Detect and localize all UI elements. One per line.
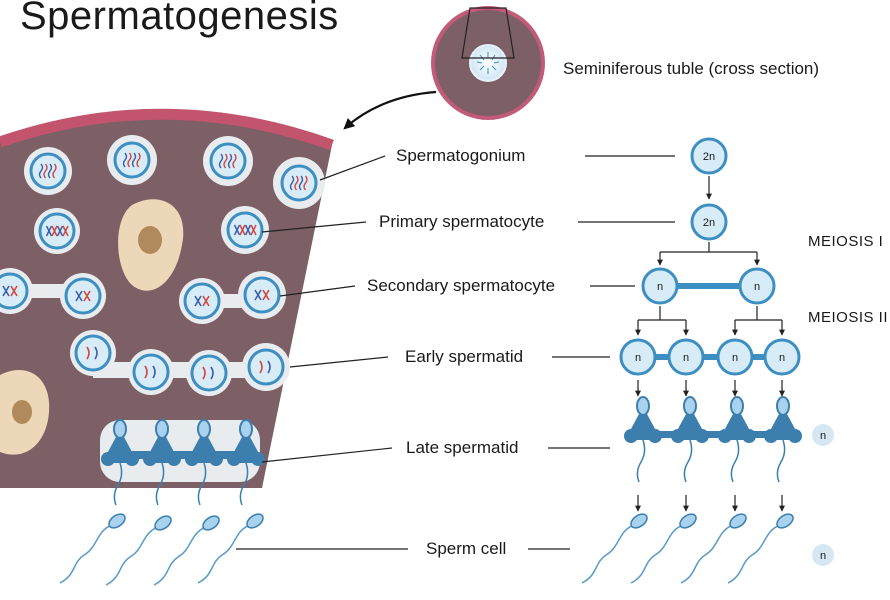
late-spermatid-cell: [227, 419, 265, 506]
sperm-cell: [59, 513, 126, 584]
label-primary-spermatocyte: Primary spermatocyte: [379, 212, 545, 231]
flow-late-spermatid: [671, 396, 709, 483]
flow-secondary-spermatocyte: n: [641, 267, 679, 305]
ploidy-label: 2n: [703, 217, 715, 229]
flow-sperm-cell: [680, 513, 747, 584]
flow-early-spermatid: n: [763, 338, 801, 376]
early-bridge: [640, 354, 780, 360]
label-early-spermatid: Early spermatid: [405, 347, 524, 366]
flow-early-spermatid: n: [716, 338, 754, 376]
sperm-cell: [197, 513, 264, 584]
ploidy-label: n: [754, 281, 760, 293]
cross-section-label: Seminiferous tuble (cross section): [563, 59, 820, 78]
late-spermatid-cell: [143, 419, 181, 506]
ploidy-label: 2n: [703, 151, 715, 163]
spermatogonium-cell: [280, 164, 318, 202]
flow-secondary-spermatocyte: n: [738, 267, 776, 305]
flow-sperm-cell: [581, 513, 648, 584]
flow-primary-spermatocyte: 2n: [690, 203, 728, 241]
sperm-cell: [105, 515, 172, 586]
flow-late-spermatid: [718, 396, 756, 483]
primary-spermatocyte-cell: [38, 212, 76, 250]
early-spermatid-cell: [247, 348, 285, 386]
ploidy-label: n: [820, 430, 826, 442]
label-sperm-cell: Sperm cell: [426, 539, 507, 558]
flow-early-spermatid: n: [667, 338, 705, 376]
spermatogonium-cell: [113, 141, 151, 179]
secondary-spermatocyte-cell: [183, 282, 221, 320]
label-meiosis-1: MEIOSIS I: [808, 233, 884, 250]
flow-sperm-cell: [727, 513, 794, 584]
secondary-spermatocyte-cell: [243, 276, 281, 314]
flow-spermatogonium: 2n: [690, 137, 728, 175]
secondary-bridge: [668, 283, 750, 289]
sperm-cell: [153, 515, 220, 586]
label-spermatogonium: Spermatogonium: [396, 146, 526, 165]
label-meiosis-2: MEIOSIS II: [808, 309, 889, 326]
flow-late-spermatid: [624, 396, 662, 483]
flow-connector: [638, 306, 782, 321]
early-spermatid-cell: [74, 334, 112, 372]
ploidy-label: n: [820, 550, 826, 562]
flow-late-spermatid: [764, 396, 802, 483]
ploidy-label: n: [779, 352, 785, 364]
spermatogonium-cell: [29, 152, 67, 190]
ploidy-label: n: [657, 281, 663, 293]
late-spermatid-cell: [185, 419, 223, 506]
secondary-spermatocyte-cell: [0, 272, 29, 310]
ploidy-label: n: [683, 352, 689, 364]
early-spermatid-cell: [132, 353, 170, 391]
ploidy-label: n: [635, 352, 641, 364]
early-spermatid-cell: [190, 354, 228, 392]
flow-connector: [660, 242, 757, 253]
tissue-cells: [0, 141, 318, 586]
flow-early-spermatid: n: [619, 338, 657, 376]
late-spermatid-cell: [101, 419, 139, 506]
primary-spermatocyte-cell: [226, 211, 264, 249]
sperm-cell-ploidy-badge: n: [812, 544, 834, 566]
spermatogonium-cell: [209, 142, 247, 180]
late-bridge: [640, 431, 780, 438]
late-spermatid-ploidy-badge: n: [812, 424, 834, 446]
leader-lines: [236, 155, 675, 550]
flow-sperm-cell: [630, 513, 697, 584]
flow-chart: 2n 2n n n n n n n n n: [581, 137, 834, 584]
label-secondary-spermatocyte: Secondary spermatocyte: [367, 276, 556, 295]
spermatid-bridge: [110, 451, 250, 459]
page-title: Spermatogenesis: [20, 0, 339, 38]
ploidy-label: n: [732, 352, 738, 364]
label-late-spermatid: Late spermatid: [406, 438, 519, 457]
zoom-arrow: [343, 90, 437, 130]
secondary-spermatocyte-cell: [64, 277, 102, 315]
tubule-cross-section: [431, 6, 545, 120]
